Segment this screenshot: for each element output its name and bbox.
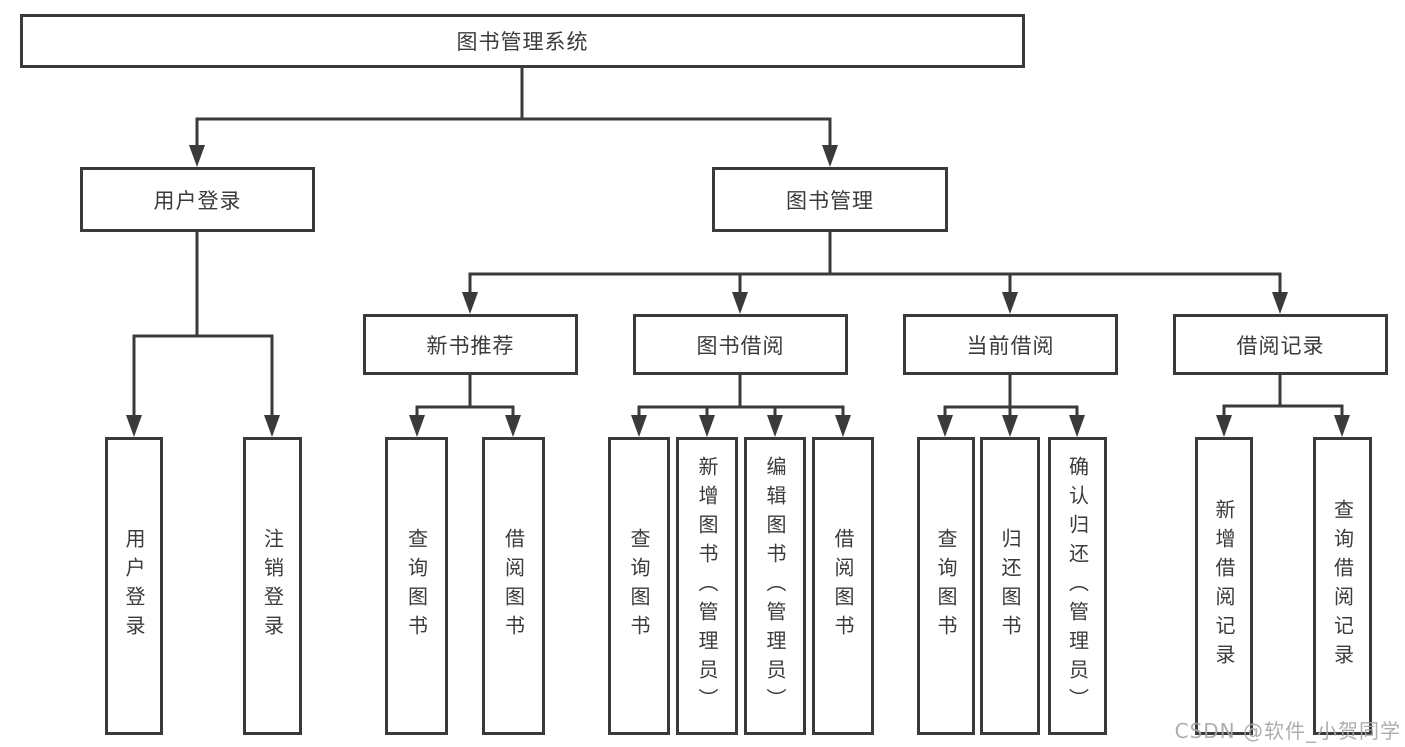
node-leaf-add-borrow-record-label: 新增借阅记录 — [1212, 499, 1236, 673]
node-leaf-logout-label: 注销登录 — [260, 528, 285, 644]
node-leaf-borrow-books-2: 借阅图书 — [812, 437, 874, 735]
node-leaf-query-books-1: 查询图书 — [385, 437, 448, 735]
node-new-book-recommendation: 新书推荐 — [363, 314, 578, 375]
node-leaf-query-books-3-label: 查询图书 — [934, 528, 958, 644]
node-leaf-query-books-1-label: 查询图书 — [404, 528, 429, 644]
node-leaf-return-books: 归还图书 — [980, 437, 1040, 735]
node-leaf-add-books-admin: 新增图书（管理员） — [676, 437, 738, 735]
node-leaf-user-login-label: 用户登录 — [122, 528, 146, 644]
node-library-system: 图书管理系统 — [20, 14, 1025, 68]
node-book-borrowing-label: 图书借阅 — [696, 333, 785, 358]
node-book-borrowing: 图书借阅 — [633, 314, 848, 375]
node-leaf-borrow-books-1-label: 借阅图书 — [501, 528, 526, 644]
node-borrowing-records: 借阅记录 — [1173, 314, 1388, 375]
node-current-borrowing-label: 当前借阅 — [966, 333, 1055, 358]
node-book-management: 图书管理 — [712, 167, 948, 232]
node-book-management-label: 图书管理 — [786, 188, 874, 213]
node-leaf-borrow-books-2-label: 借阅图书 — [831, 528, 855, 644]
node-leaf-edit-books-admin: 编辑图书（管理员） — [744, 437, 806, 735]
node-leaf-query-books-2-label: 查询图书 — [627, 528, 651, 644]
node-leaf-borrow-books-1: 借阅图书 — [482, 437, 545, 735]
node-leaf-confirm-return-admin-label: 确认归还（管理员） — [1065, 455, 1090, 717]
node-leaf-add-borrow-record: 新增借阅记录 — [1195, 437, 1253, 735]
node-borrowing-records-label: 借阅记录 — [1236, 333, 1325, 358]
node-user-login-label: 用户登录 — [153, 188, 242, 213]
node-leaf-query-borrow-record: 查询借阅记录 — [1313, 437, 1372, 735]
node-new-book-recommendation-label: 新书推荐 — [426, 333, 515, 358]
node-leaf-query-books-2: 查询图书 — [608, 437, 670, 735]
node-leaf-add-books-admin-label: 新增图书（管理员） — [695, 455, 719, 717]
node-leaf-query-books-3: 查询图书 — [917, 437, 975, 735]
node-leaf-logout: 注销登录 — [243, 437, 302, 735]
node-leaf-return-books-label: 归还图书 — [998, 528, 1022, 644]
node-leaf-user-login: 用户登录 — [105, 437, 163, 735]
node-current-borrowing: 当前借阅 — [903, 314, 1118, 375]
node-leaf-query-borrow-record-label: 查询借阅记录 — [1330, 499, 1355, 673]
node-leaf-confirm-return-admin: 确认归还（管理员） — [1048, 437, 1107, 735]
node-leaf-edit-books-admin-label: 编辑图书（管理员） — [763, 455, 787, 717]
node-user-login: 用户登录 — [80, 167, 315, 232]
node-library-system-label: 图书管理系统 — [456, 30, 589, 54]
